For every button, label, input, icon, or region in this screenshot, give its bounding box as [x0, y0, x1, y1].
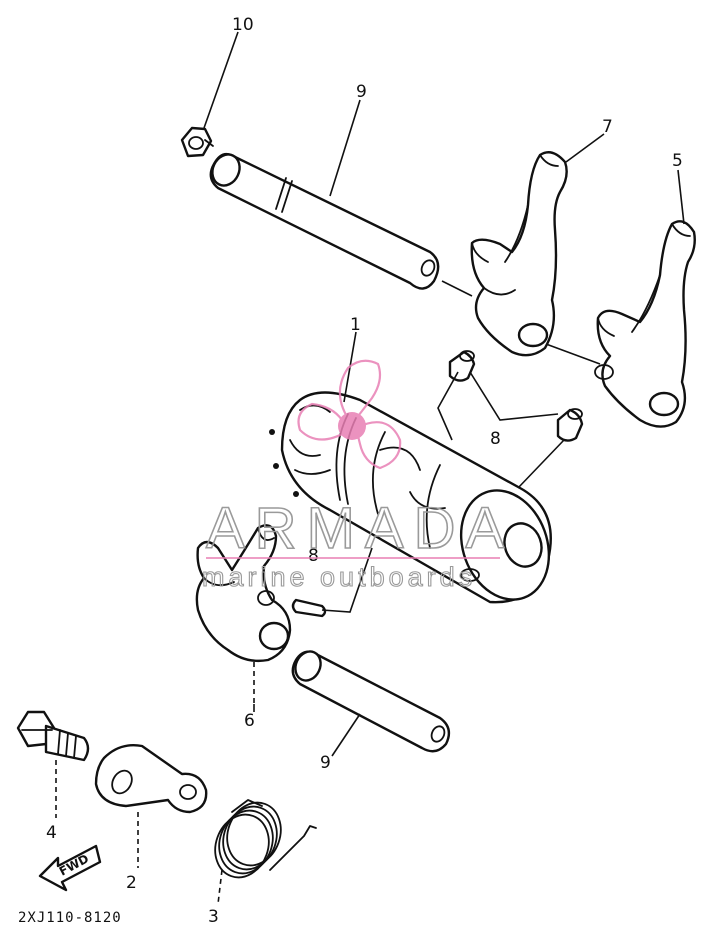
part-1-shift-drum — [269, 391, 552, 604]
callout-7: 7 — [602, 117, 613, 137]
part-10-shift-shaft — [209, 152, 440, 290]
callout-1: 1 — [350, 315, 361, 335]
part-6-shift-fork — [195, 524, 292, 663]
callout-11: 10 — [232, 15, 254, 35]
callout-8-upper: 8 — [490, 429, 501, 449]
part-5-shift-fork — [594, 220, 696, 428]
callout-3: 3 — [208, 907, 219, 927]
propeller-logo — [297, 359, 402, 470]
part-4-bolt — [16, 710, 90, 762]
part-2-lever — [94, 744, 208, 814]
callout-8-lower: 8 — [308, 546, 319, 566]
callout-4: 4 — [46, 823, 57, 843]
watermark-subtitle: marine outboards — [202, 562, 476, 592]
part-11-nut — [180, 126, 214, 158]
part-8-pin-lower — [291, 598, 327, 618]
callout-5: 5 — [672, 151, 683, 171]
watermark-title: ARMADA — [206, 496, 514, 561]
part-8-pin-upper-right — [556, 408, 584, 442]
callout-2: 2 — [126, 873, 137, 893]
part-7-shift-fork — [470, 151, 568, 357]
part-9-guide-shaft — [291, 650, 451, 753]
watermark: ARMADA marine outboards — [201, 359, 514, 593]
callout-6: 6 — [244, 711, 255, 731]
part-8-pin-upper-left — [448, 350, 476, 382]
forward-direction-arrow: FWD — [38, 844, 102, 892]
part-3-spring — [214, 799, 317, 879]
callout-9: 9 — [320, 753, 331, 773]
callout-10: 9 — [356, 82, 367, 102]
part-code: 2XJ110-8120 — [18, 910, 122, 926]
